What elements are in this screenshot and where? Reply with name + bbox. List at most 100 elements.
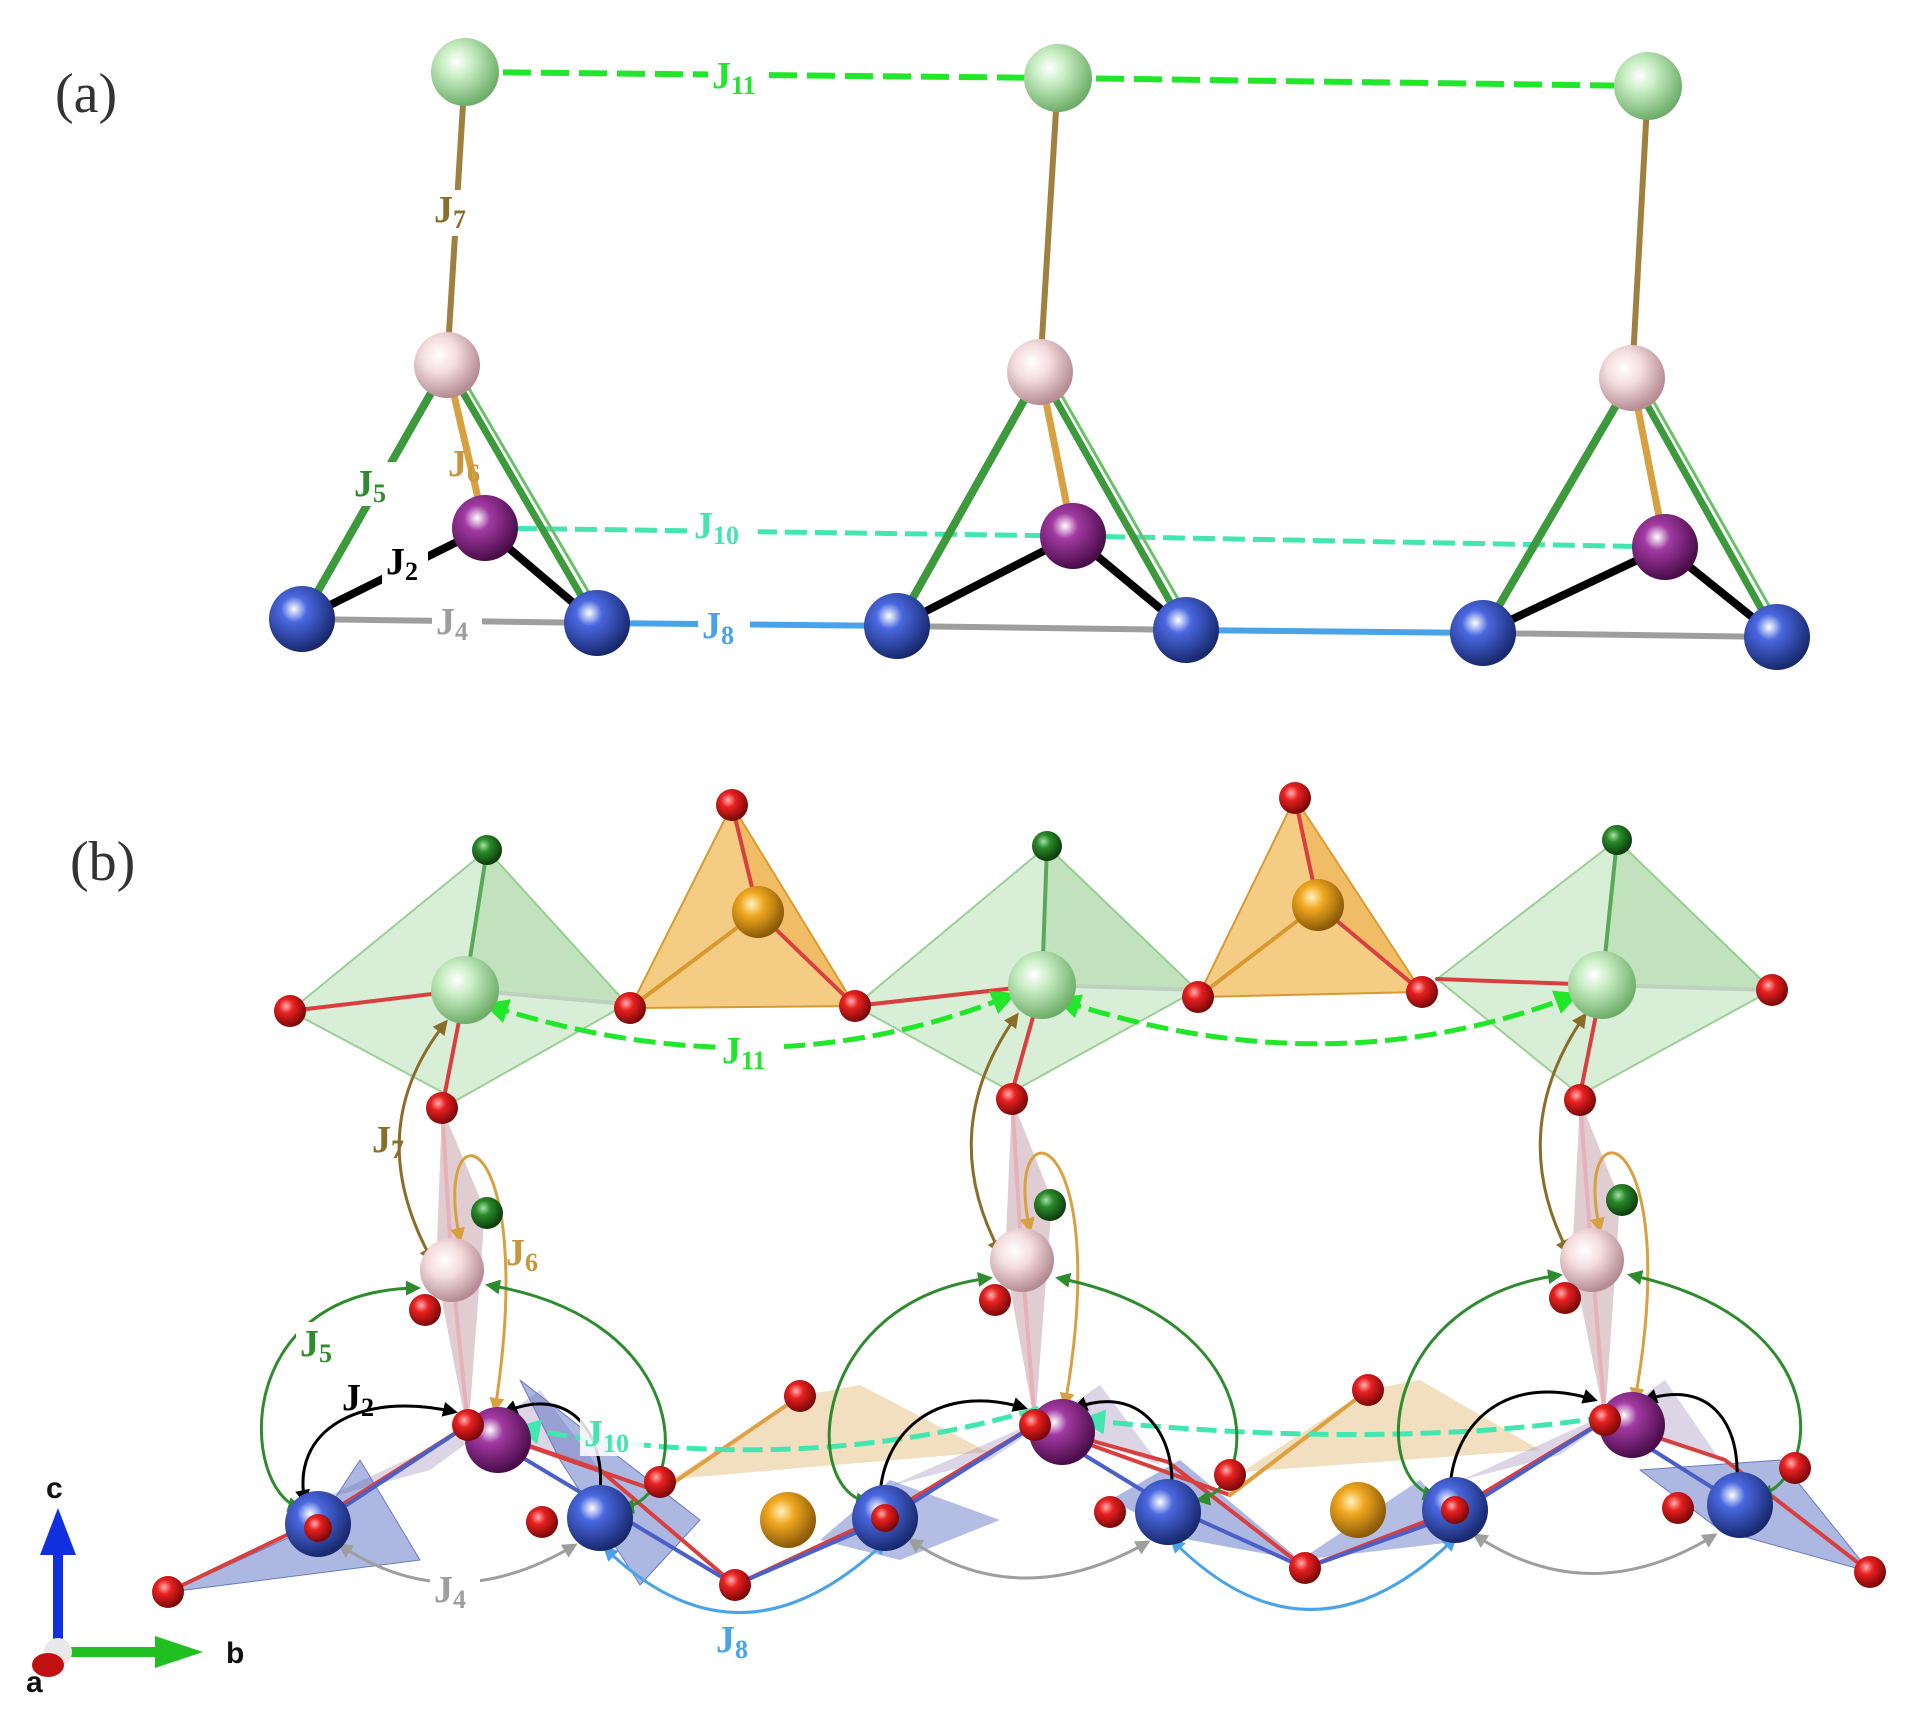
atom-pink — [1560, 1228, 1624, 1292]
atom-red — [644, 1466, 676, 1498]
axis-a-label: a — [26, 1666, 43, 1699]
atom-red — [1182, 981, 1214, 1013]
chain-bonds-a — [301, 616, 1778, 640]
atom-red — [979, 1284, 1011, 1316]
label-j5-b: J5 — [300, 1323, 332, 1368]
atom-red — [1854, 1556, 1886, 1588]
atom-red — [452, 1409, 484, 1441]
axes-triad: c b a — [26, 1472, 244, 1699]
atom-red — [839, 990, 871, 1022]
atom-pink — [420, 1238, 484, 1302]
atom-red — [1214, 1459, 1246, 1491]
panel-b-label: (b) — [70, 831, 135, 893]
atom-green — [431, 956, 499, 1024]
label-j8-b: J8 — [716, 1619, 748, 1664]
atom-dark-green — [1032, 831, 1062, 861]
atom-dark-green — [1606, 1184, 1638, 1216]
atom-red — [1406, 976, 1438, 1008]
labels-b: J11 J7 J6 J5 J2 J10 J4 J8 — [296, 1028, 784, 1664]
j4-arcs-b — [337, 1533, 1718, 1584]
axis-b-label: b — [226, 1637, 244, 1670]
atom-red — [1441, 1496, 1469, 1524]
label-j2-a: J2 — [386, 541, 418, 586]
j11-bonds-a — [464, 69, 1649, 89]
atom-red — [1589, 1404, 1621, 1436]
atoms-b — [152, 782, 1886, 1608]
label-j6-a: J6 — [448, 443, 480, 488]
b-axis-arrow-icon — [155, 1636, 203, 1668]
atom-pink — [1007, 339, 1073, 405]
atom-red — [426, 1092, 458, 1124]
atom-green — [1008, 951, 1076, 1019]
atom-pink — [1599, 345, 1665, 411]
labels-a: J11 J7 J5 J6 J2 J10 J4 J8 — [352, 52, 768, 650]
atom-green — [431, 38, 499, 106]
atom-blue — [567, 1485, 633, 1551]
atom-green — [1024, 44, 1092, 112]
atom-red — [152, 1576, 184, 1608]
atom-orange — [1330, 1482, 1386, 1538]
atom-red — [409, 1294, 441, 1326]
label-j7-b: J7 — [372, 1119, 404, 1164]
atom-red — [871, 1504, 899, 1532]
label-j11-b: J11 — [722, 1030, 766, 1075]
atom-purple — [1632, 514, 1698, 580]
atom-red — [1756, 974, 1788, 1006]
atom-red — [304, 1514, 332, 1542]
atom-red — [1564, 1084, 1596, 1116]
atom-green — [1614, 52, 1682, 120]
label-j5-a: J5 — [354, 463, 386, 508]
label-j2-b: J2 — [342, 1377, 374, 1422]
atom-dark-green — [471, 1197, 503, 1229]
atom-pink — [990, 1228, 1054, 1292]
c-axis-arrow-icon — [40, 1508, 76, 1555]
panel-a: (a) — [55, 38, 1810, 670]
label-j8-a: J8 — [702, 605, 734, 650]
atom-blue — [1135, 1479, 1201, 1545]
label-j10-b: J10 — [584, 1413, 629, 1458]
atom-red — [1779, 1452, 1811, 1484]
atom-purple — [452, 495, 518, 561]
atom-dark-green — [1602, 825, 1632, 855]
atom-blue — [1707, 1472, 1773, 1538]
atom-red — [1094, 1496, 1126, 1528]
atom-red — [614, 992, 646, 1024]
atom-pink — [414, 332, 480, 398]
atom-dark-green — [1034, 1189, 1066, 1221]
atom-orange — [732, 886, 784, 938]
label-j10-a: J10 — [694, 505, 739, 550]
atom-red — [1289, 1552, 1321, 1584]
atom-blue — [864, 593, 930, 659]
atom-red — [996, 1083, 1028, 1115]
atom-red — [526, 1506, 558, 1538]
atom-orange — [760, 1492, 816, 1548]
j7-arcs-b — [397, 1012, 1587, 1263]
atom-dark-green — [472, 835, 502, 865]
atom-red — [784, 1380, 816, 1412]
atom-red — [1662, 1492, 1694, 1524]
atom-purple — [1040, 503, 1106, 569]
label-j4-a: J4 — [436, 601, 468, 646]
atom-red — [1352, 1374, 1384, 1406]
atom-green — [1568, 951, 1636, 1019]
axis-c-label: c — [46, 1472, 63, 1505]
atom-blue — [269, 586, 335, 652]
j10-bonds-a — [484, 525, 1666, 550]
atom-red — [1019, 1409, 1051, 1441]
atom-orange — [1292, 879, 1344, 931]
atom-blue — [1744, 604, 1810, 670]
atom-blue — [1450, 600, 1516, 666]
atom-red — [716, 789, 748, 821]
atom-red — [719, 1569, 751, 1601]
label-j7-a: J7 — [434, 189, 466, 234]
atom-red — [274, 995, 306, 1027]
a-axis-arrow-icon — [32, 1653, 64, 1677]
atom-blue — [564, 590, 630, 656]
j8-arcs-b — [602, 1535, 1458, 1614]
atom-red — [1279, 782, 1311, 814]
panel-b: (b) — [70, 782, 1886, 1664]
label-j6-b: J6 — [506, 1232, 538, 1277]
label-j4-b: J4 — [434, 1569, 466, 1614]
atoms-a — [269, 38, 1810, 670]
